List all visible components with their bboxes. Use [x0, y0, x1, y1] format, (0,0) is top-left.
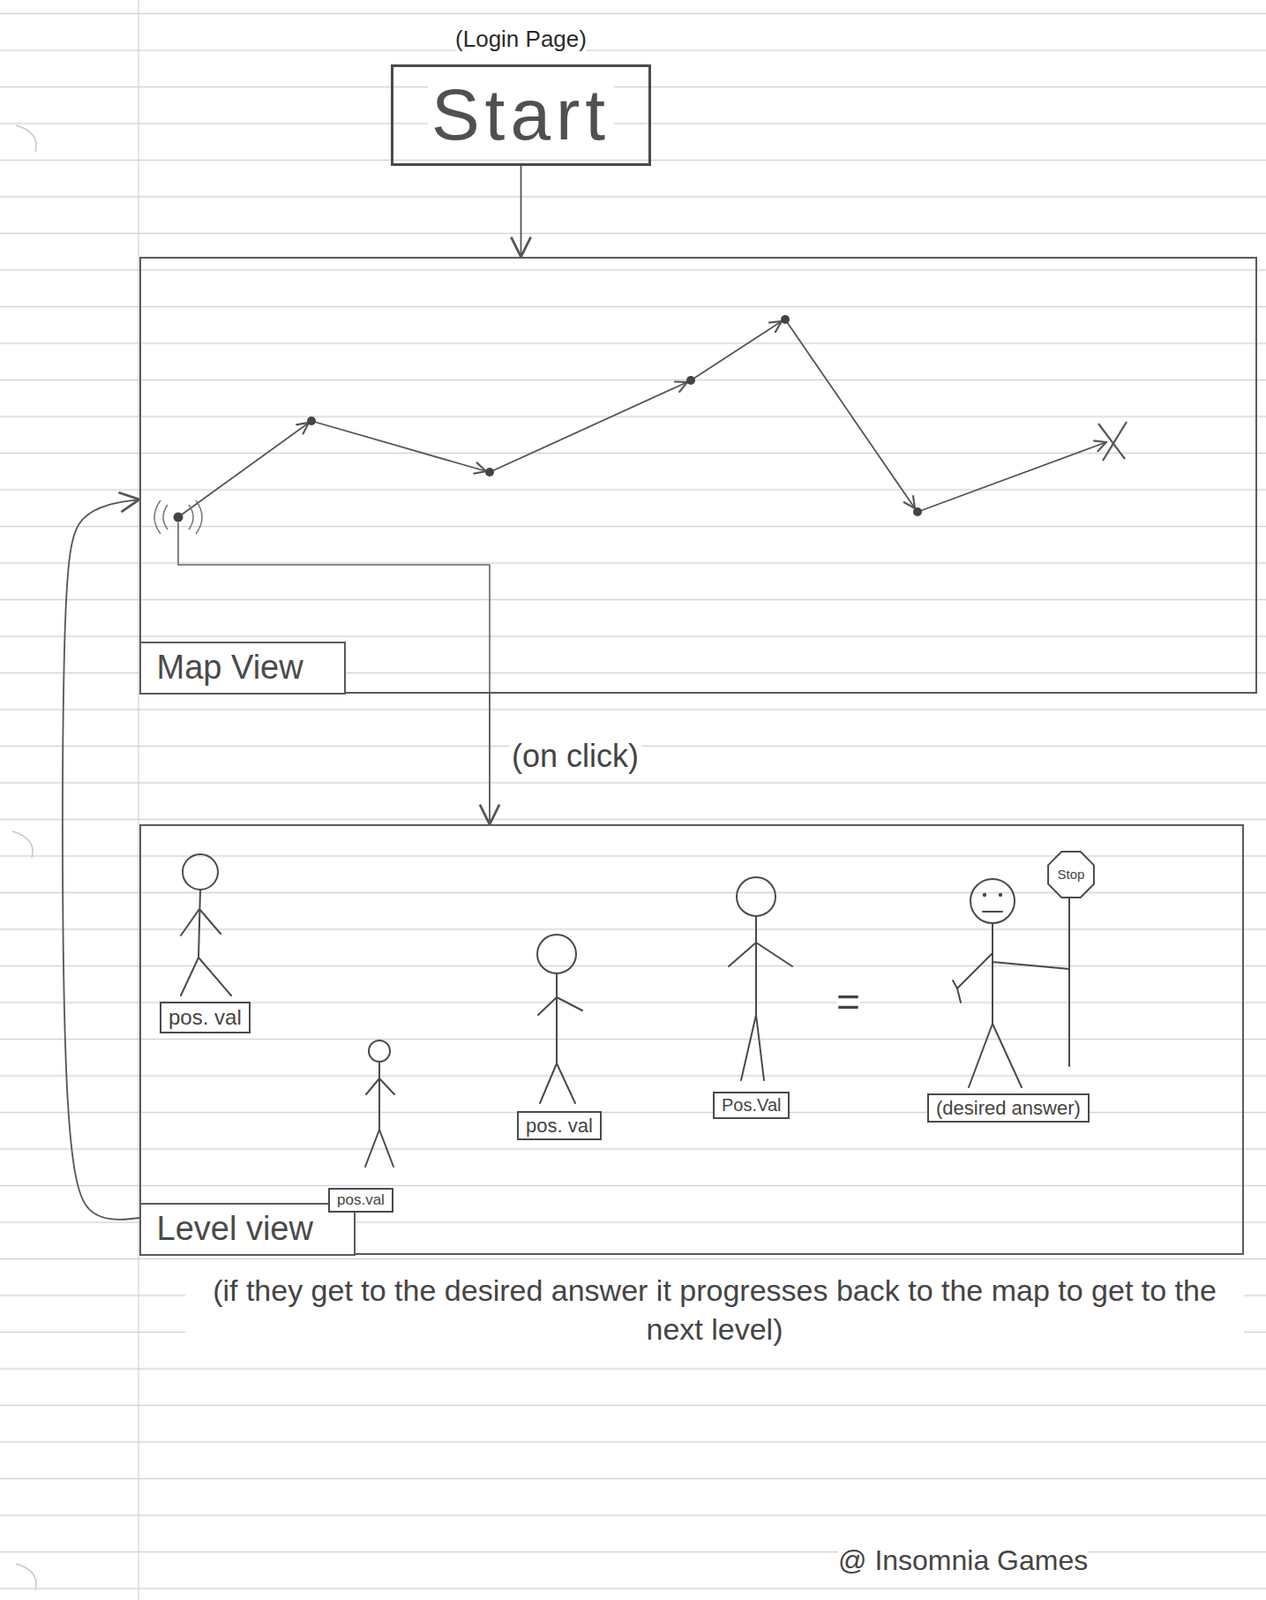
- tag-text: (desired answer): [936, 1096, 1081, 1119]
- value-tag: pos. val: [159, 1001, 251, 1034]
- panel-label: Map View: [139, 641, 346, 695]
- margin-line: [137, 0, 139, 1600]
- flow-arrow: [62, 499, 140, 1220]
- tag-text: pos. val: [168, 1004, 242, 1029]
- start-text: Start: [427, 73, 615, 157]
- smiley-eyes: [982, 892, 1003, 897]
- tag-text: pos. val: [525, 1114, 593, 1137]
- value-tag: pos.val: [328, 1187, 394, 1213]
- stop-sign: [1048, 851, 1094, 898]
- flow-note: (if they get to the desired answer it pr…: [185, 1270, 1244, 1349]
- flow-arrow: [488, 693, 491, 825]
- level-path: [178, 319, 1107, 517]
- edge-label: (on click): [509, 737, 642, 775]
- goal-cross: [1098, 421, 1127, 461]
- punch-holes: [12, 125, 37, 1590]
- page-heading: (Login Page): [455, 26, 587, 53]
- value-tag: pos. val: [516, 1110, 602, 1140]
- answer-tag: (desired answer): [927, 1093, 1090, 1123]
- level-view-panel: Level viewpos. valpos.valpos. valPos.Val…: [139, 824, 1244, 1255]
- tag-text: Pos.Val: [721, 1094, 781, 1115]
- tag-text: pos.val: [337, 1191, 385, 1208]
- level-dots: [173, 314, 923, 523]
- flow-arrow: [520, 165, 523, 257]
- value-tag: Pos.Val: [712, 1091, 790, 1119]
- start-box: (Login Page)Start: [390, 64, 652, 166]
- stop-sign-text: Stop: [1057, 865, 1086, 884]
- watermark: @ Insomnia Games: [838, 1542, 1088, 1580]
- map-view-panel: Map View: [139, 256, 1258, 694]
- equals-sign: =: [836, 975, 861, 1029]
- panel-label: Level view: [139, 1202, 356, 1256]
